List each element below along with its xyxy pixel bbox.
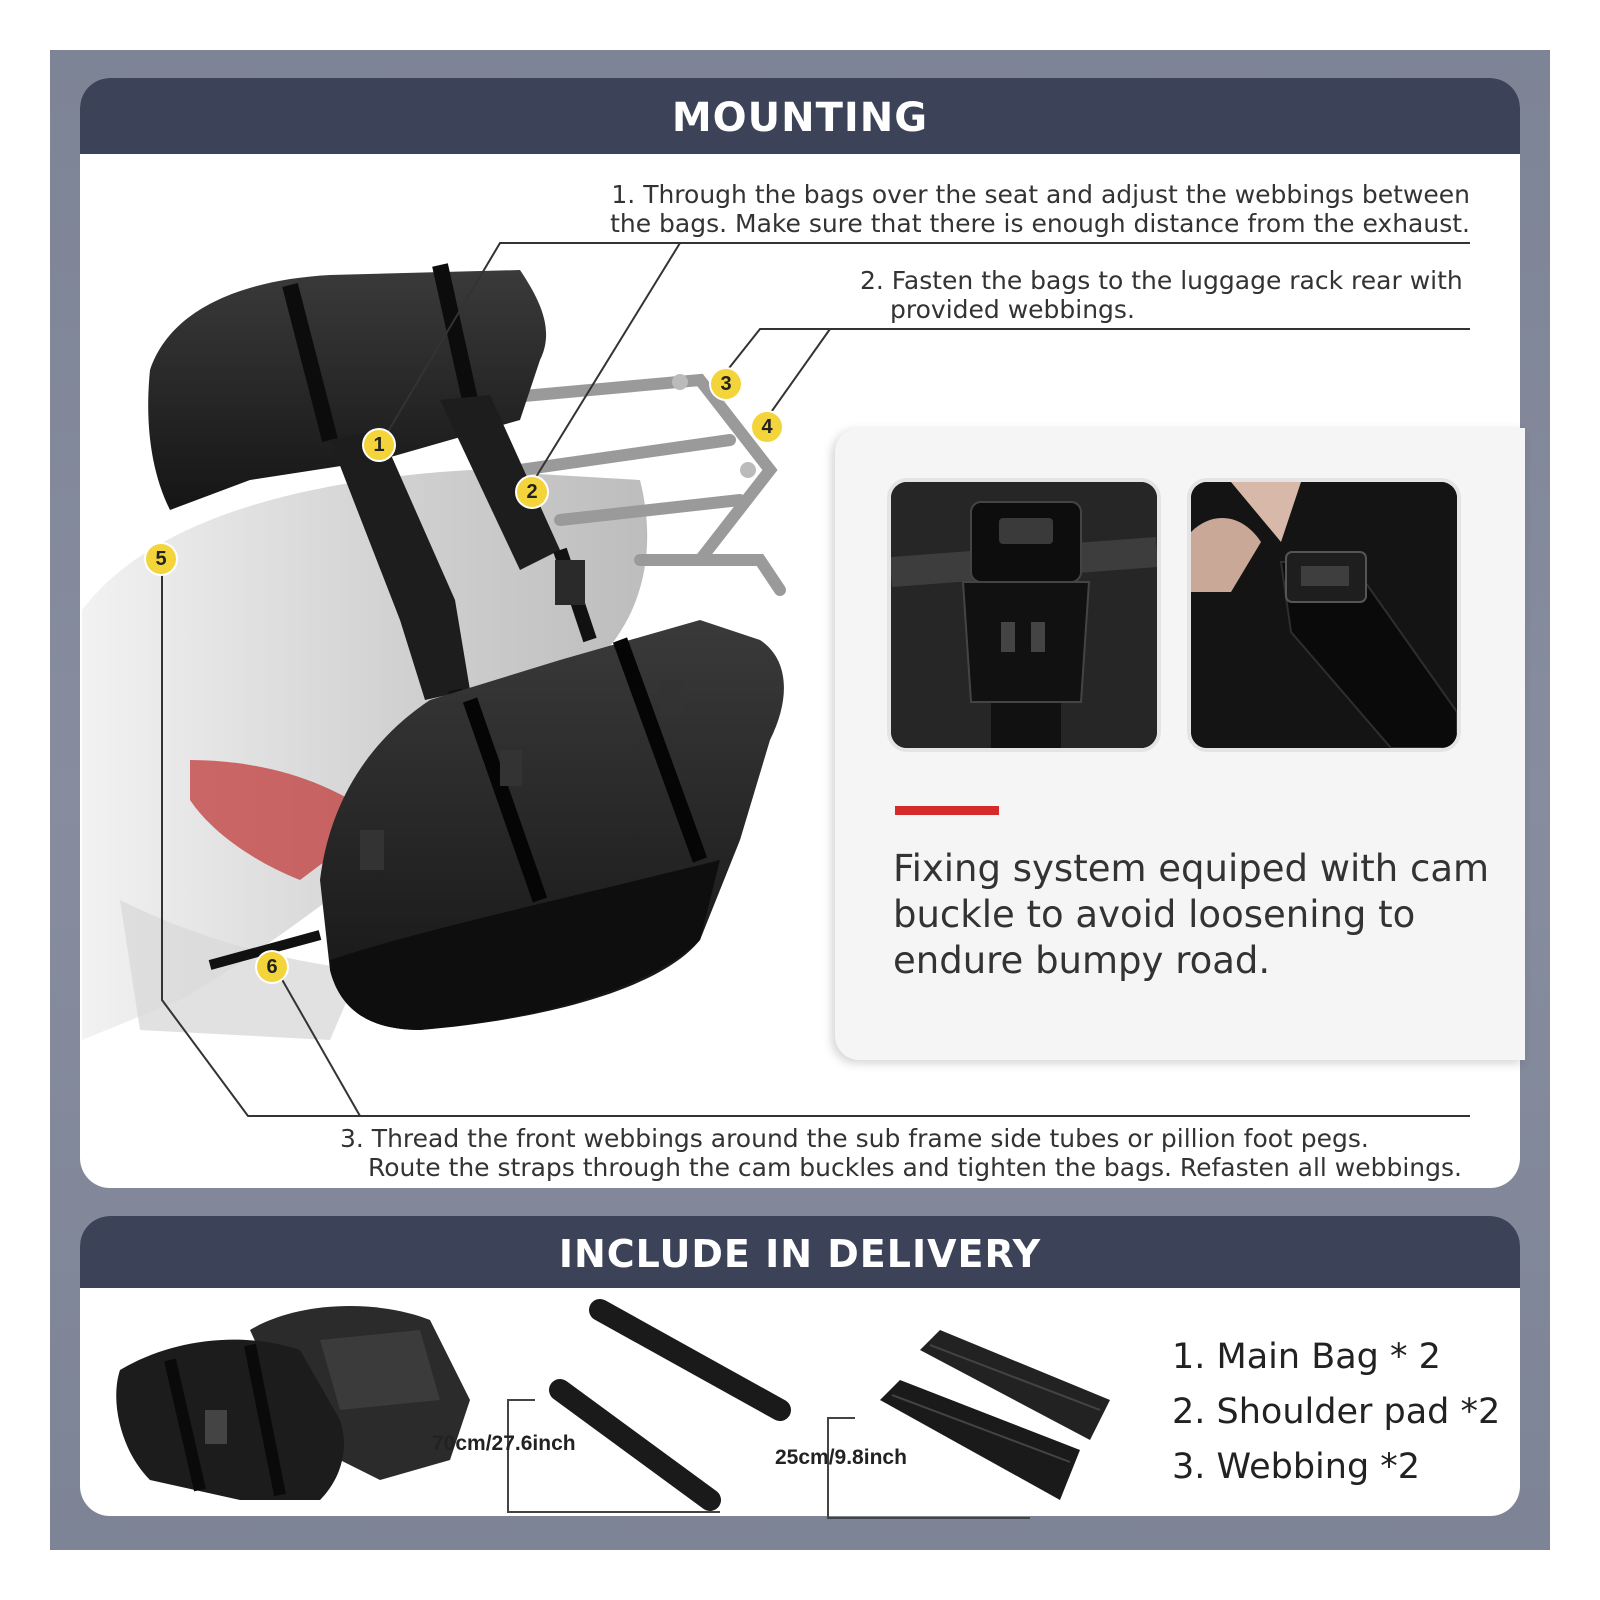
badge-1: 1: [364, 430, 394, 460]
badge-4: 4: [752, 412, 782, 442]
shoulder-pads-image: [880, 1330, 1110, 1500]
badge-3: 3: [711, 369, 741, 399]
step-1-line-1: 1. Through the bags over the seat and ad…: [611, 180, 1470, 209]
strap-adjust-photo: [1187, 478, 1461, 752]
accent-bar: [895, 806, 999, 815]
badge-6: 6: [257, 952, 287, 982]
badge-5: 5: [146, 544, 176, 574]
delivery-title: INCLUDE IN DELIVERY: [80, 1216, 1520, 1288]
strap-icon: [1191, 482, 1457, 748]
pad-length-label: 25cm/9.8inch: [775, 1446, 907, 1469]
delivery-item-list: 1. Main Bag * 2 2. Shoulder pad *2 3. We…: [1172, 1330, 1500, 1495]
webbing-length-label: 70cm/27.6inch: [432, 1432, 576, 1455]
step-2-note: 2. Fasten the bags to the luggage rack r…: [860, 266, 1470, 324]
step-3-line-2: Route the straps through the cam buckles…: [368, 1153, 1462, 1182]
step-2-line-2: provided webbings.: [890, 295, 1135, 324]
cam-buckle-icon: [891, 482, 1157, 748]
step-3-note: 3. Thread the front webbings around the …: [340, 1124, 1474, 1182]
step-2-line-1: 2. Fasten the bags to the luggage rack r…: [860, 266, 1463, 295]
badge-2: 2: [517, 477, 547, 507]
delivery-item-webbing: 3. Webbing *2: [1172, 1447, 1421, 1487]
webbing-image: [549, 1299, 791, 1511]
step-3-line-1: 3. Thread the front webbings around the …: [340, 1124, 1369, 1153]
mounting-title: MOUNTING: [80, 78, 1520, 154]
step-1-note: 1. Through the bags over the seat and ad…: [610, 180, 1470, 238]
delivery-item-shoulder-pad: 2. Shoulder pad *2: [1172, 1392, 1501, 1432]
step-1-line-2: the bags. Make sure that there is enough…: [610, 209, 1470, 238]
main-bags-image: [116, 1306, 470, 1500]
feature-card: Fixing system equiped with cam buckle to…: [835, 428, 1525, 1060]
delivery-item-main-bag: 1. Main Bag * 2: [1172, 1337, 1441, 1377]
feature-description: Fixing system equiped with cam buckle to…: [893, 847, 1490, 982]
cam-buckle-photo: [887, 478, 1161, 752]
